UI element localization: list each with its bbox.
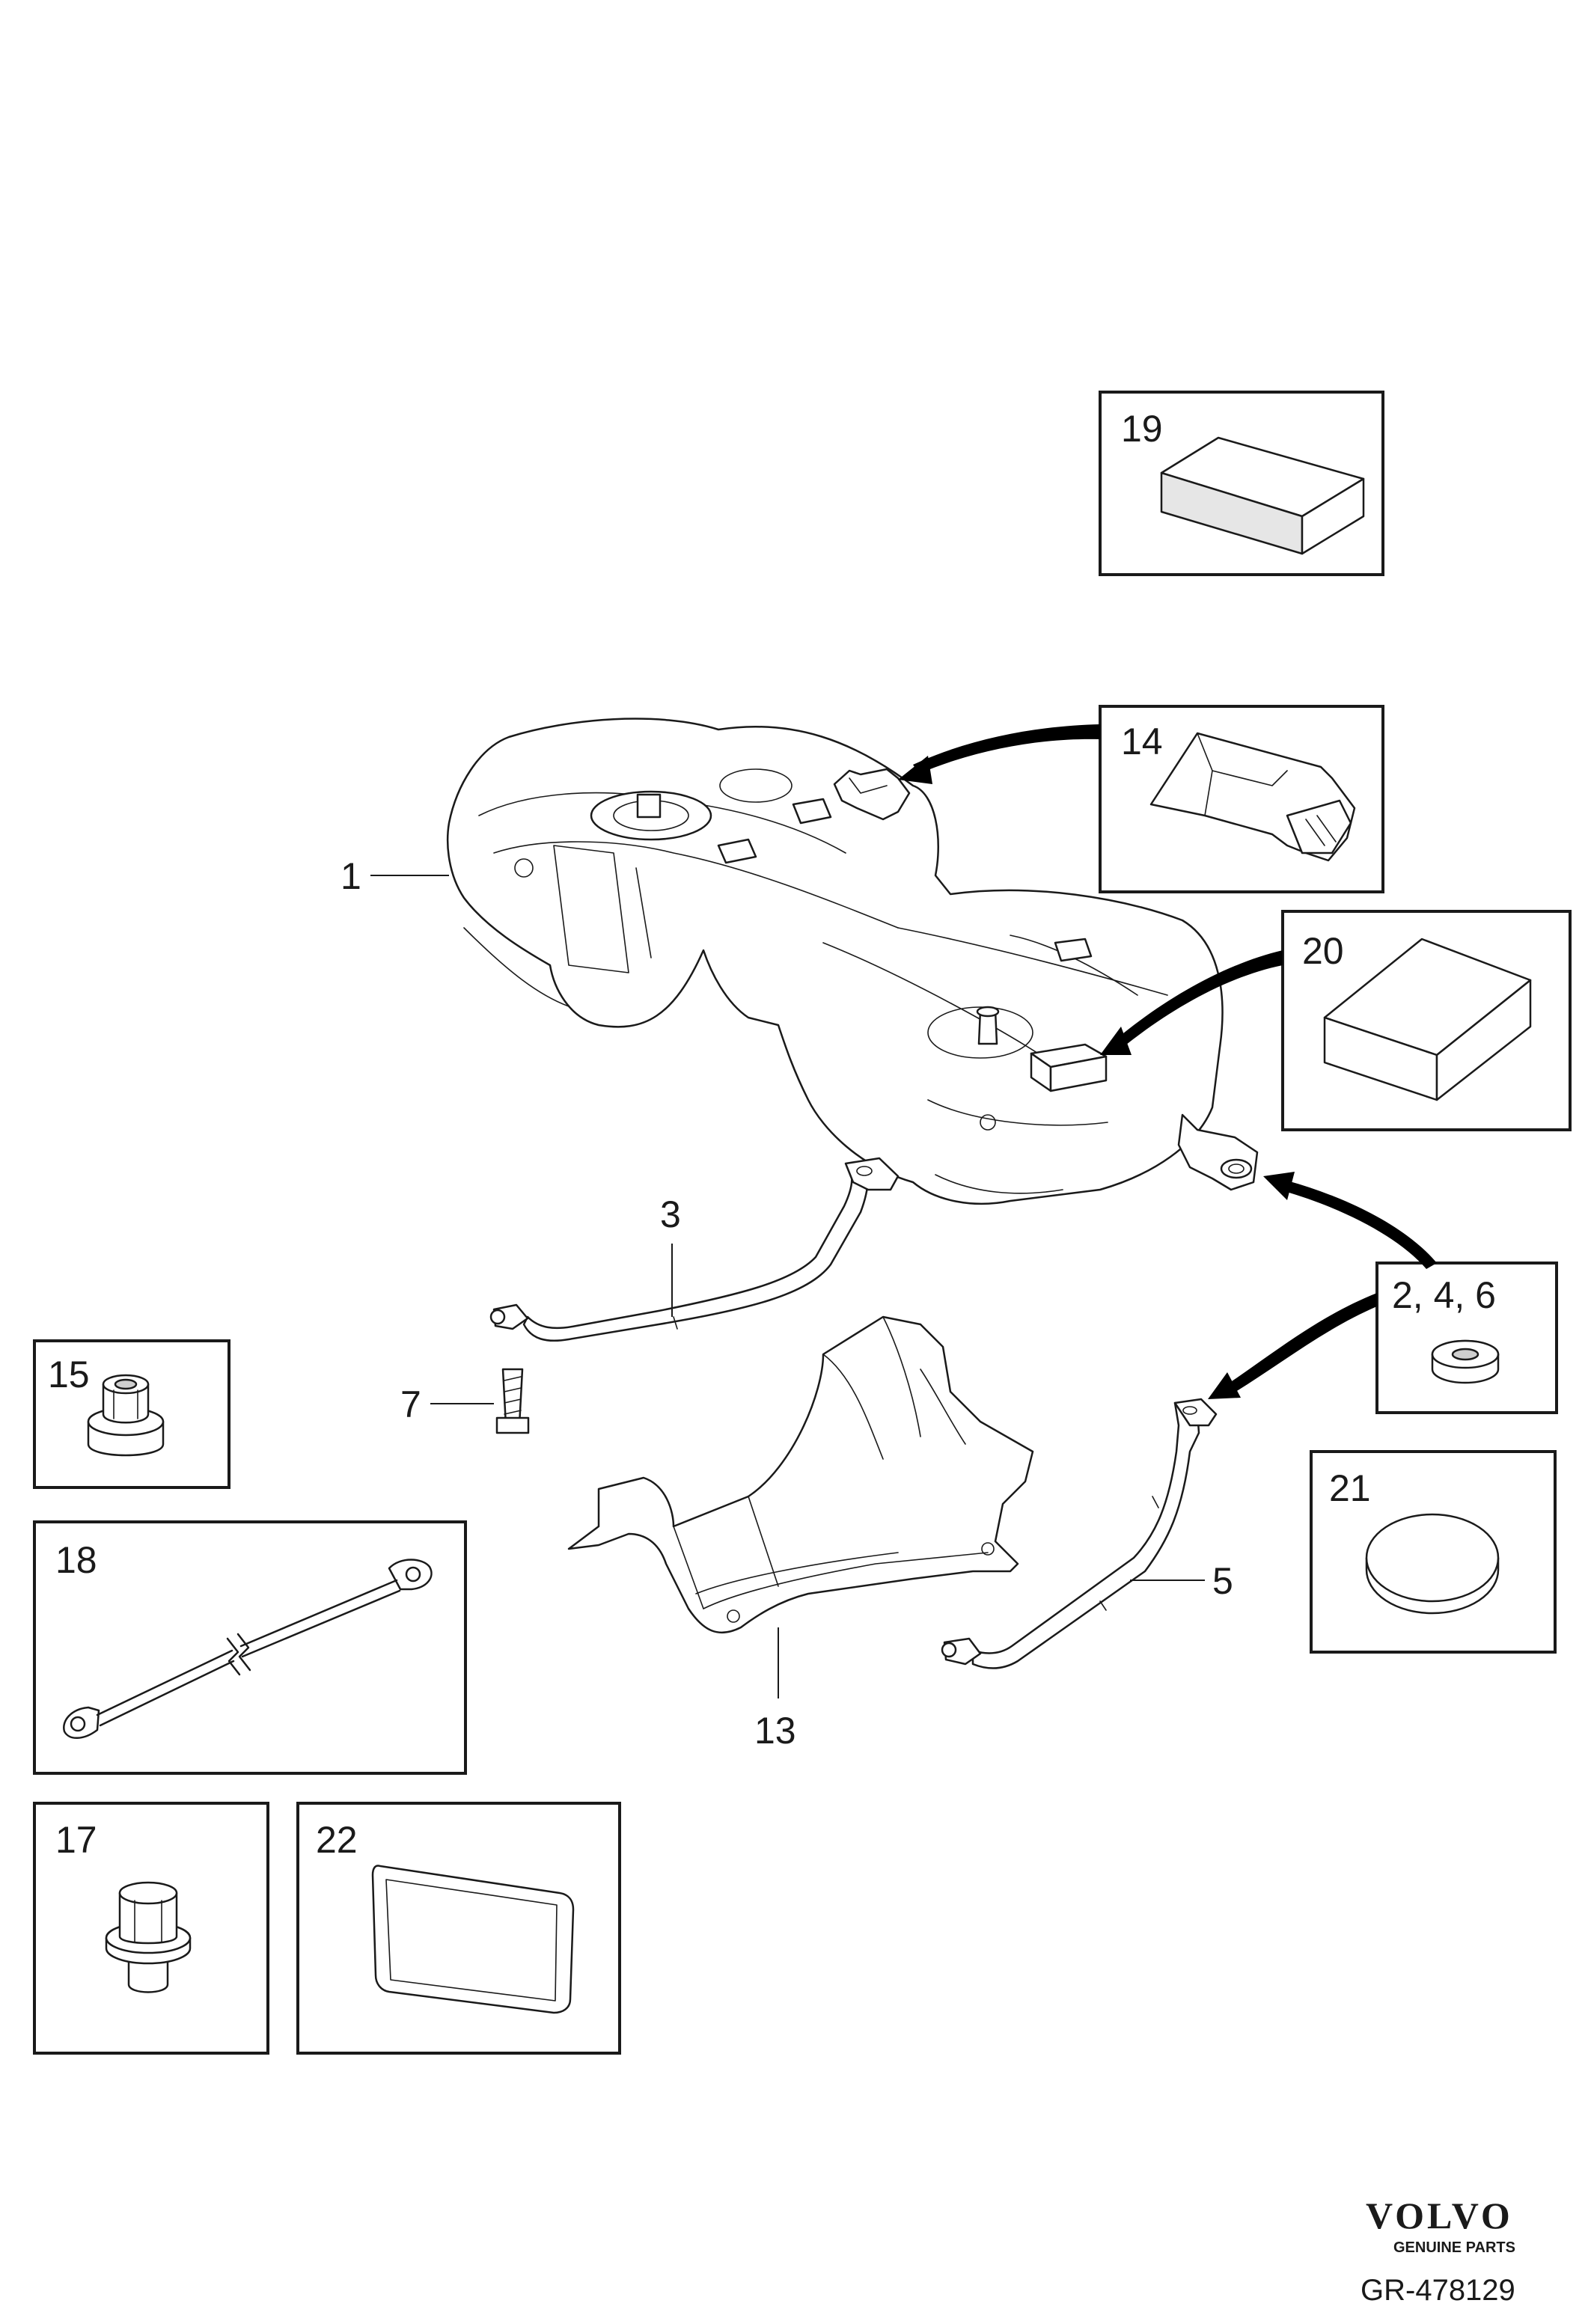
part-box-20[interactable]: 20 bbox=[1281, 910, 1572, 1131]
label-20: 20 bbox=[1302, 930, 1344, 972]
label-5: 5 bbox=[1212, 1560, 1233, 1602]
part-box-14[interactable]: 14 bbox=[1099, 705, 1384, 893]
label-21: 21 bbox=[1329, 1467, 1371, 1509]
label-3: 3 bbox=[660, 1193, 681, 1235]
tank-strap-left[interactable] bbox=[489, 1157, 900, 1342]
part-box-17[interactable]: 17 bbox=[33, 1802, 269, 2055]
tank-strap-right[interactable] bbox=[941, 1398, 1218, 1669]
part-box-2-4-6[interactable]: 2, 4, 6 bbox=[1375, 1262, 1558, 1414]
logo-subtext: GENUINE PARTS bbox=[1393, 2239, 1515, 2256]
screw[interactable] bbox=[495, 1368, 530, 1434]
part-box-22[interactable]: 22 bbox=[296, 1802, 621, 2055]
part-box-19[interactable]: 19 bbox=[1099, 391, 1384, 576]
label-19: 19 bbox=[1121, 408, 1163, 450]
tank-mount-bracket bbox=[1177, 1113, 1259, 1191]
label-1: 1 bbox=[341, 855, 361, 897]
drawing-reference: GR-478129 bbox=[1361, 2274, 1515, 2307]
label-15: 15 bbox=[48, 1354, 90, 1395]
callout-arrow-2-4-6-tank bbox=[1263, 1172, 1437, 1269]
fuel-tank[interactable] bbox=[446, 718, 1224, 1205]
part-box-21[interactable]: 21 bbox=[1310, 1450, 1557, 1654]
sender-unit bbox=[833, 768, 911, 821]
label-2-4-6: 2, 4, 6 bbox=[1392, 1274, 1496, 1316]
label-17: 17 bbox=[55, 1819, 97, 1861]
callout-arrow-20 bbox=[1100, 950, 1283, 1055]
part-box-15[interactable]: 15 bbox=[33, 1339, 230, 1489]
label-22: 22 bbox=[316, 1819, 358, 1861]
logo-text: VOLVO bbox=[1366, 2195, 1513, 2236]
label-7: 7 bbox=[400, 1383, 421, 1425]
label-13: 13 bbox=[754, 1710, 796, 1752]
label-14: 14 bbox=[1121, 721, 1163, 762]
callout-arrow-14 bbox=[898, 724, 1100, 784]
heat-shield[interactable] bbox=[567, 1315, 1034, 1634]
part-box-18[interactable]: 18 bbox=[33, 1520, 467, 1775]
volvo-logo: VOLVO GENUINE PARTS bbox=[1366, 2195, 1515, 2256]
label-18: 18 bbox=[55, 1539, 97, 1581]
callout-arrow-2-4-6-strap bbox=[1208, 1293, 1377, 1399]
tank-pad bbox=[1030, 1043, 1108, 1092]
